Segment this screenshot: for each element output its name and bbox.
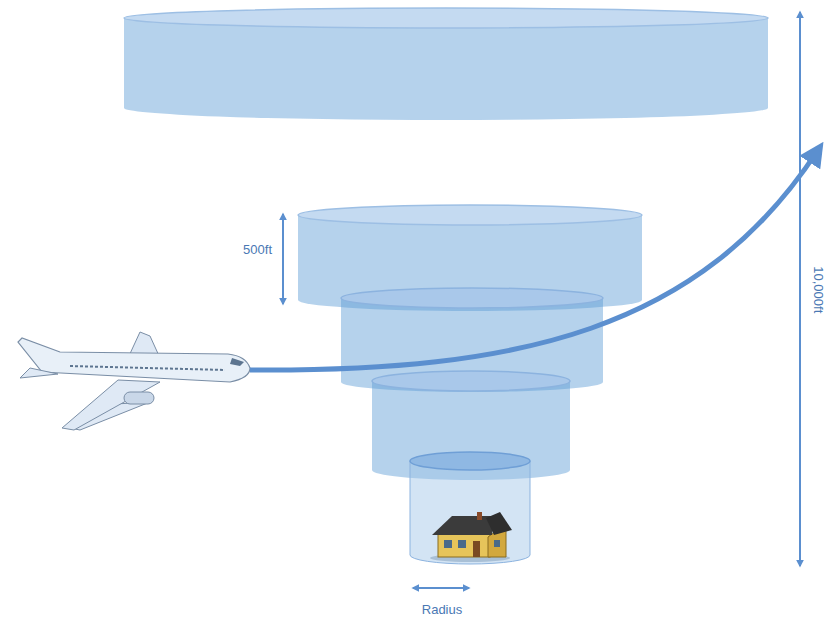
airspace-cylinder	[372, 371, 570, 480]
airspace-cylinder	[341, 288, 603, 392]
airspace-cylinder	[298, 205, 642, 311]
airspace-cylinder	[410, 452, 530, 564]
dimension-arrow	[282, 214, 284, 304]
flight-path-arrow	[250, 150, 818, 370]
airplane-icon	[18, 332, 250, 430]
dimension-label: 10,000ft	[810, 267, 826, 314]
airspace-cylinder	[124, 8, 768, 120]
dimension-arrow	[413, 587, 469, 589]
dimension-label: 500ft	[243, 242, 272, 258]
dimension-arrow	[799, 12, 801, 566]
radius-label: Radius	[422, 602, 462, 618]
house-icon	[430, 512, 512, 562]
